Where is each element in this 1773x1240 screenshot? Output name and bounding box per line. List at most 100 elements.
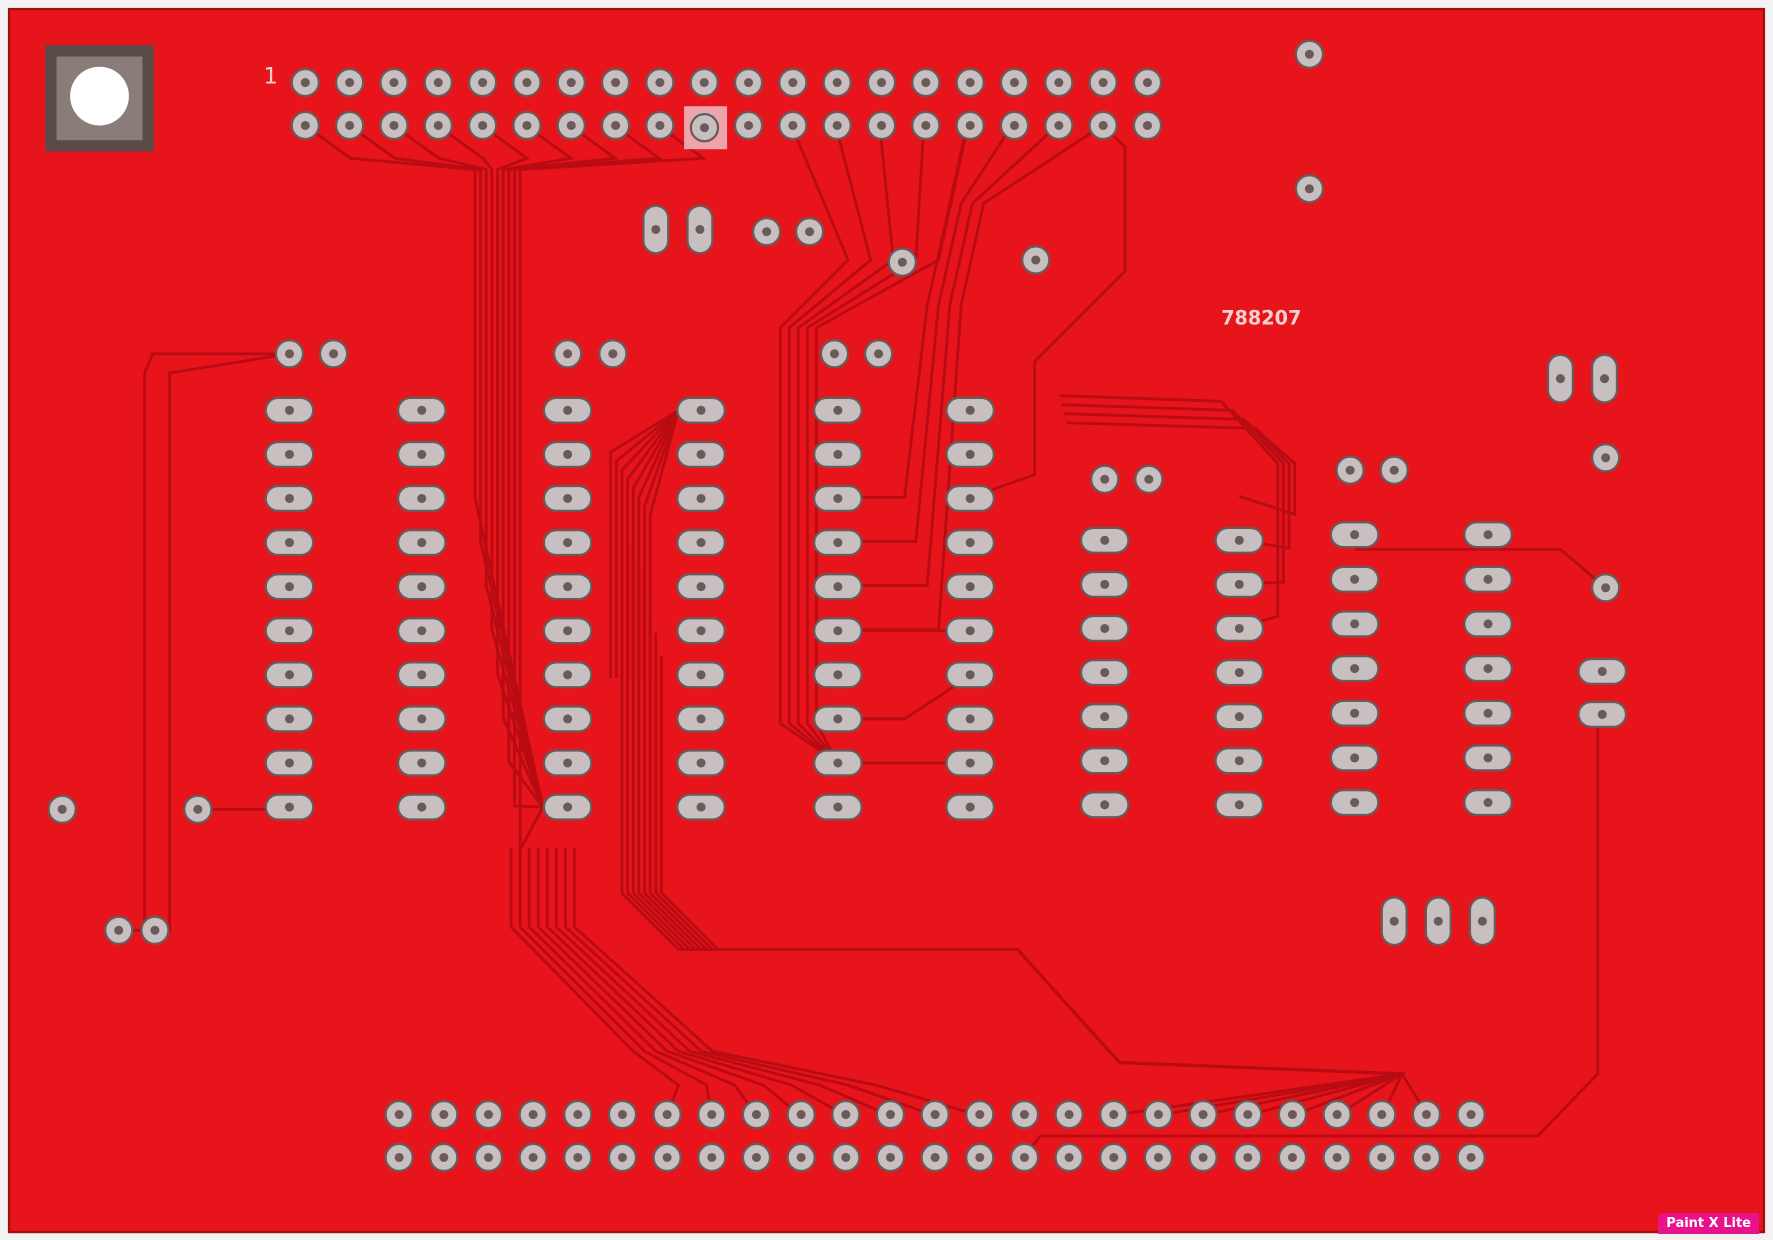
trace [637,409,680,679]
pad-hole [696,670,706,680]
trace [969,124,1127,499]
pad-hole [696,582,706,592]
pad-hole [1601,453,1611,463]
pad-hole [965,120,975,130]
pad-hole [1243,1152,1253,1163]
pad-hole [563,582,573,592]
pad-hole [284,582,294,592]
pad-hole [751,1152,761,1163]
pad-hole [696,538,706,548]
pad-hole [696,493,706,504]
pad-hole [573,1110,583,1120]
pad-hole [528,1152,538,1163]
pad-hole [1100,579,1110,589]
pad-hole [417,626,427,636]
pad-hole [1377,1110,1387,1120]
pad-hole [563,670,573,680]
pad-hole [1234,756,1244,766]
pad-hole [345,120,355,130]
trace [805,125,926,764]
trace [620,409,680,679]
pad-hole [762,227,772,237]
pad-hole [617,1152,627,1163]
pad-hole [1243,1110,1253,1120]
pad-hole [1304,184,1314,194]
pad-hole [389,120,399,130]
pad-hole [965,405,975,415]
pad-hole [566,120,576,130]
pad-hole [833,449,843,459]
trace [392,124,545,808]
pad-hole [965,670,975,680]
pad-hole [696,626,706,636]
pad-hole [417,493,427,504]
pad-hole [300,120,310,130]
trace [573,847,977,1116]
pad-hole [662,1152,672,1163]
pad-hole [696,405,706,415]
trace [609,409,680,679]
pad-hole [1332,1152,1342,1163]
trace [787,125,873,765]
pad-hole [1098,77,1108,88]
pad-hole [394,1110,404,1120]
trace [614,409,680,679]
pad-hole [1234,579,1244,589]
pad-hole [433,120,443,130]
pad-hole [1287,1152,1297,1163]
trace [796,125,895,764]
trace [643,409,680,679]
pad-hole [573,1152,583,1163]
pad-hole [751,1110,761,1120]
trace [1066,421,1297,517]
pad-hole [284,538,294,548]
pad-hole [1100,756,1110,766]
pad-hole [284,802,294,812]
pad-hole [975,1152,985,1163]
pad-hole [696,714,706,724]
trace [1061,403,1285,586]
pad-hole [832,77,842,88]
pin-one-label: 1 [263,64,277,90]
pad-hole [1555,374,1565,384]
pad-hole [329,349,339,359]
pad-hole [439,1110,449,1120]
pad-hole [696,758,706,768]
pad-hole [563,758,573,768]
pad-hole [284,349,294,359]
pad-hole [1421,1152,1431,1163]
pad-hole [1064,1110,1074,1120]
pad-hole [1009,77,1020,88]
pad-hole [1433,916,1443,926]
pad-hole [1100,800,1110,810]
pad-hole [284,714,294,724]
pad-hole [417,449,427,459]
pad-hole [829,349,840,359]
pad-hole [193,804,203,814]
pad-hole [1601,583,1611,593]
pad-hole [1287,1110,1297,1120]
pad-hole [1350,619,1360,629]
pad-hole [1054,77,1064,88]
pad-hole [744,77,754,88]
trace [1354,547,1607,589]
pad-hole [528,1110,538,1120]
pad-hole [877,77,887,88]
pad-hole [965,802,975,812]
pad-hole [788,77,798,88]
pad-hole [1483,753,1493,763]
trace [518,847,713,1115]
pad-hole [284,405,294,415]
pad-hole [1483,619,1493,629]
pad-hole [833,714,843,724]
pad-hole [833,405,843,415]
pad-hole [1421,1110,1431,1120]
pad-hole [1198,1152,1208,1163]
pad-hole [662,1110,672,1120]
pad-hole [1477,916,1487,926]
pad-hole [707,1110,717,1120]
pad-hole [417,802,427,812]
watermark: Paint X Lite [1658,1213,1759,1234]
pad-hole [833,582,843,592]
